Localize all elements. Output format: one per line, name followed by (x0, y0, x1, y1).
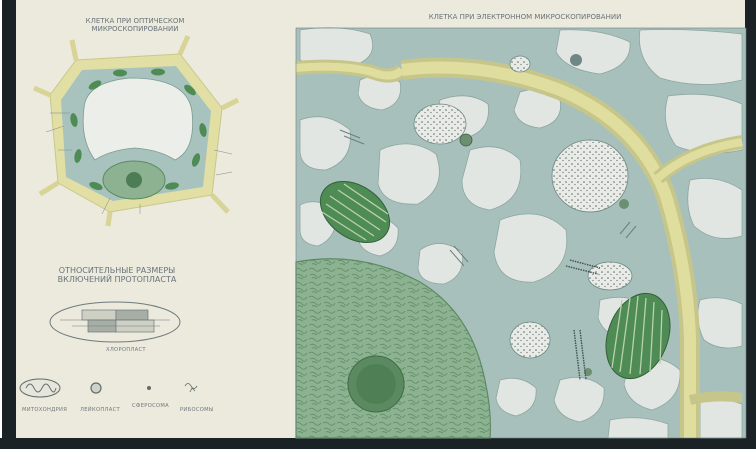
em-dotted-vacuole (414, 104, 466, 144)
sizes-title-line-2: ВКЛЮЧЕНИЙ ПРОТОПЛАСТА (52, 275, 182, 284)
leucoplast-icon (91, 383, 101, 393)
spherosome-caption: сферосома (132, 404, 169, 410)
frame-left-bar (2, 0, 16, 449)
electron-microscope-title: КЛЕТКА ПРИ ЭЛЕКТРОННОМ МИКРОСКОПИРОВАНИИ (360, 13, 690, 21)
light-cell-nucleolus (126, 172, 142, 188)
electron-microscope-view (296, 28, 746, 438)
mitochondrion-caption: митохондрия (22, 408, 67, 414)
electron-title: КЛЕТКА ПРИ ЭЛЕКТРОННОМ МИКРОСКОПИРОВАНИИ (360, 13, 690, 21)
leucoplast-caption: лейкопласт (80, 408, 120, 414)
size-caption-chloroplast: хлоропласт (106, 348, 146, 354)
sizes-title: ОТНОСИТЕЛЬНЫЕ РАЗМЕРЫ ВКЛЮЧЕНИЙ ПРОТОПЛА… (52, 266, 182, 284)
frame-right-bar (745, 0, 756, 449)
ribosome-caption: рибосомы (180, 408, 214, 414)
spherosome-icon (147, 386, 151, 390)
light-title-line-2: МИКРОСКОПИРОВАНИИ (60, 25, 210, 33)
sizes-title-line-1: ОТНОСИТЕЛЬНЫЕ РАЗМЕРЫ (52, 266, 182, 275)
frame-bottom (0, 438, 756, 449)
light-microscope-title: КЛЕТКА ПРИ ОПТИЧЕСКОМ МИКРОСКОПИРОВАНИИ (60, 17, 210, 33)
em-ribosome-vacuole (552, 140, 628, 212)
light-title-line-1: КЛЕТКА ПРИ ОПТИЧЕСКОМ (60, 17, 210, 25)
vacuole (83, 78, 192, 160)
